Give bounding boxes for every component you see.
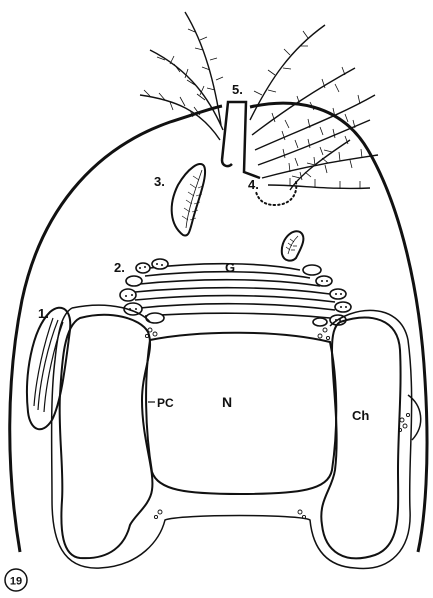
plastid-membrane bbox=[52, 305, 412, 568]
vesicle-3 bbox=[172, 164, 205, 236]
figure-number: 19 bbox=[5, 569, 27, 591]
label-pc: PC bbox=[157, 396, 174, 410]
neck-base bbox=[222, 160, 232, 166]
nucleus bbox=[146, 333, 336, 494]
perinuclear-envelope bbox=[60, 315, 153, 558]
right-bulge bbox=[408, 395, 421, 440]
label-2: 2. bbox=[114, 260, 125, 275]
junction-granules bbox=[145, 328, 409, 519]
vesicle-small bbox=[282, 231, 304, 260]
svg-text:19: 19 bbox=[10, 576, 22, 588]
label-ch: Ch bbox=[352, 408, 369, 423]
cell-outline bbox=[10, 103, 427, 552]
label-3: 3. bbox=[154, 174, 165, 189]
label-1: 1. bbox=[38, 306, 49, 321]
flagellar-hairs bbox=[140, 12, 378, 190]
label-g: G bbox=[225, 260, 235, 275]
label-4: 4. bbox=[248, 177, 259, 192]
label-5: 5. bbox=[232, 82, 243, 97]
hair-bristles bbox=[144, 29, 362, 189]
organelle-1 bbox=[27, 308, 70, 430]
label-n: N bbox=[222, 394, 232, 410]
